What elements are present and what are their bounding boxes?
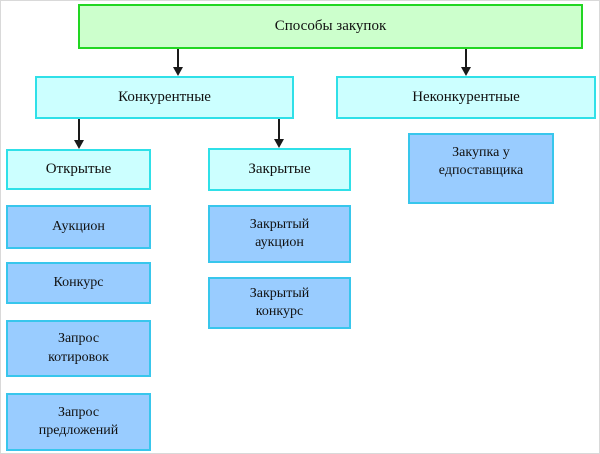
node-open: Открытые xyxy=(6,149,151,190)
node-noncompetitive: Неконкурентные xyxy=(336,76,596,119)
node-label: Закрытый конкурс xyxy=(249,285,310,319)
arrow-competitive-to-open xyxy=(73,119,85,149)
node-proposal-request: Запрос предложений xyxy=(6,393,151,451)
node-closed-tender: Закрытый конкурс xyxy=(208,277,351,329)
node-tender: Конкурс xyxy=(6,262,151,304)
arrow-head-icon xyxy=(274,139,284,148)
node-label: Аукцион xyxy=(52,218,105,234)
node-label: Способы закупок xyxy=(274,17,387,34)
arrow-head-icon xyxy=(74,140,84,149)
node-label: Закупка у едпоставщика xyxy=(438,145,524,179)
node-label: Запрос предложений xyxy=(38,404,119,438)
arrow-stem xyxy=(78,119,80,140)
node-competitive: Конкурентные xyxy=(35,76,294,119)
node-label: Закрытый аукцион xyxy=(249,216,310,250)
node-label: Закрытые xyxy=(248,160,311,177)
arrow-competitive-to-closed xyxy=(273,119,285,148)
arrow-head-icon xyxy=(461,67,471,76)
node-label: Открытые xyxy=(45,160,112,177)
node-label: Неконкурентные xyxy=(412,88,520,105)
node-label: Запрос котировок xyxy=(48,331,109,365)
node-label: Конкурс xyxy=(53,274,104,290)
arrow-head-icon xyxy=(173,67,183,76)
arrow-stem xyxy=(278,119,280,139)
node-label: Конкурентные xyxy=(118,88,211,105)
node-quotation-request: Запрос котировок xyxy=(6,320,151,377)
arrow-root-to-competitive xyxy=(172,49,184,76)
arrow-root-to-noncompetitive xyxy=(460,49,472,76)
arrow-stem xyxy=(177,49,179,67)
node-procurement-methods: Способы закупок xyxy=(78,4,583,49)
node-closed: Закрытые xyxy=(208,148,351,191)
node-single-supplier-purchase: Закупка у едпоставщика xyxy=(408,133,554,204)
node-auction: Аукцион xyxy=(6,205,151,249)
arrow-stem xyxy=(465,49,467,67)
node-closed-auction: Закрытый аукцион xyxy=(208,205,351,263)
